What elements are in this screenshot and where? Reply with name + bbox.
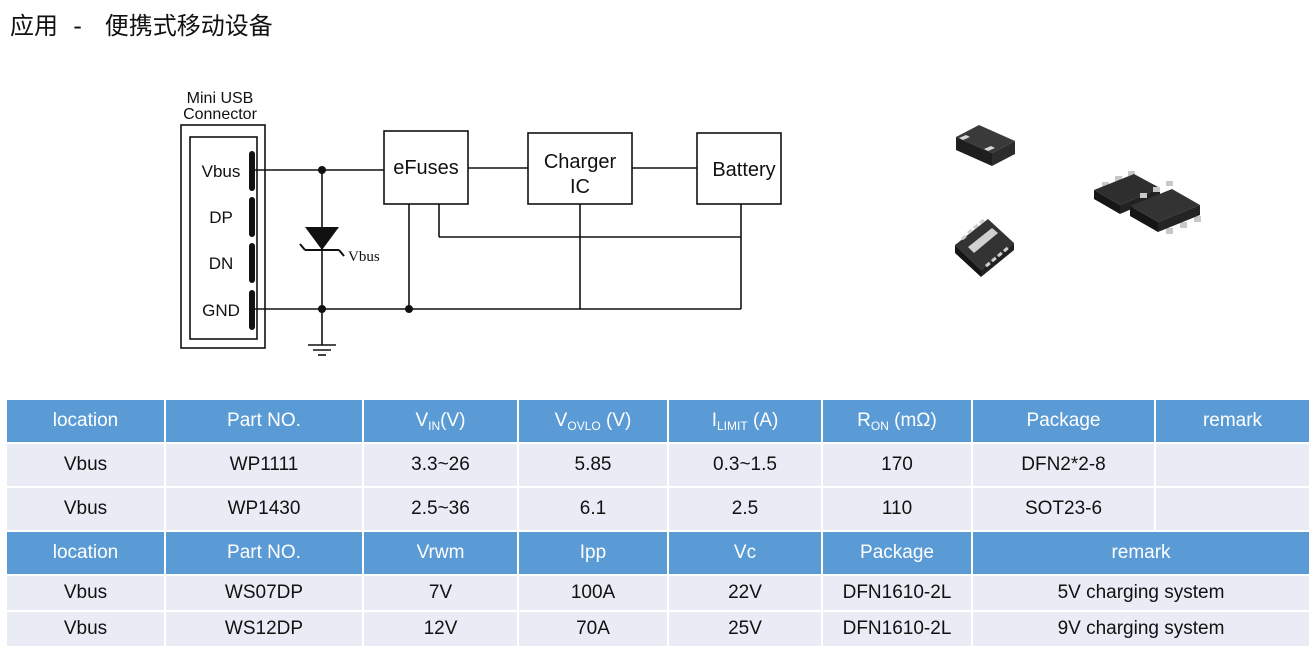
junction-dot (318, 166, 326, 174)
header-unit: (V) (440, 409, 466, 431)
header-text: Part NO. (227, 410, 301, 431)
table1-header-cell: Part NO. (166, 400, 362, 442)
table2-header-cell: remark (973, 532, 1309, 574)
connector-label-line2: Connector (183, 106, 257, 123)
table-cell: Vbus (7, 488, 164, 530)
table-cell: SOT23-6 (973, 488, 1154, 530)
package-images (955, 125, 1201, 277)
efuses-label: eFuses (393, 157, 459, 179)
battery-block (696, 132, 782, 205)
table-cell: WS12DP (166, 612, 362, 646)
pin-label-gnd: GND (202, 301, 240, 320)
table1-header-cell: remark (1156, 400, 1309, 442)
table-cell: 6.1 (519, 488, 667, 530)
header-text: Package (1026, 410, 1101, 431)
header-unit: (A) (747, 409, 779, 431)
table-cell: 100A (519, 576, 667, 610)
header-text: I (711, 409, 717, 431)
table1-header-cell: RON (mΩ) (823, 400, 971, 442)
table-cell (1156, 444, 1309, 486)
table1-header-cell: VIN(V) (364, 400, 517, 442)
table-cell: 22V (669, 576, 821, 610)
table-cell: DFN2*2-8 (973, 444, 1154, 486)
table-cell: 0.3~1.5 (669, 444, 821, 486)
table1-header-cell: ILIMIT (A) (669, 400, 821, 442)
header-text: V (415, 409, 429, 431)
table1-header-cell: VOVLO (V) (519, 400, 667, 442)
charger-ic-block (527, 132, 633, 205)
table-cell: 2.5 (669, 488, 821, 530)
charger-label-line1: Charger (544, 151, 617, 173)
connector-label-line1: Mini USB (187, 90, 254, 107)
table-cell: DFN1610-2L (823, 576, 971, 610)
table-cell: 12V (364, 612, 517, 646)
pin-label-dn: DN (209, 254, 234, 273)
junction-dot (318, 305, 326, 313)
table1-header-cell: Package (973, 400, 1154, 442)
dfn-2l-chip-icon (956, 125, 1015, 166)
table-cell: 7V (364, 576, 517, 610)
header-subscript: LIMIT (717, 418, 748, 433)
pin-label-vbus: Vbus (202, 162, 241, 181)
header-text: V (554, 409, 568, 431)
usb-connector-outer (180, 124, 266, 349)
table-cell: 110 (823, 488, 971, 530)
table-cell: DFN1610-2L (823, 612, 971, 646)
pin-bar-vbus (249, 151, 255, 191)
table2-header-cell: Part NO. (166, 532, 362, 574)
charger-label-line2: IC (570, 176, 590, 198)
table-cell: 5.85 (519, 444, 667, 486)
header-text: R (857, 409, 871, 431)
header-unit: (mΩ) (888, 409, 937, 431)
table2-header-cell: Vc (669, 532, 821, 574)
table2-header-cell: Package (823, 532, 971, 574)
table-cell: WS07DP (166, 576, 362, 610)
pin-label-dp: DP (209, 208, 233, 227)
table-cell: Vbus (7, 612, 164, 646)
battery-label: Battery (712, 159, 775, 181)
pin-bar-gnd (249, 290, 255, 330)
header-subscript: OVLO (567, 418, 601, 433)
header-text: remark (1202, 410, 1263, 431)
table1-header-cell: location (7, 400, 164, 442)
pin-bar-dn (249, 243, 255, 283)
table-cell: 25V (669, 612, 821, 646)
usb-connector-inner (189, 136, 258, 340)
table-cell: 3.3~26 (364, 444, 517, 486)
table-cell: 70A (519, 612, 667, 646)
table-cell (1156, 488, 1309, 530)
table-cell: 9V charging system (973, 612, 1309, 646)
table-cell: Vbus (7, 576, 164, 610)
tvs-label: Vbus (348, 249, 380, 265)
table-cell: WP1111 (166, 444, 362, 486)
table2-header-cell: Vrwm (364, 532, 517, 574)
page-title: 应用 - 便携式移动设备 (10, 12, 273, 40)
table-cell: 2.5~36 (364, 488, 517, 530)
dfn-2x2-8-chip-icon (955, 218, 1014, 277)
sot23-6-chip-icon (1094, 171, 1201, 234)
header-text: location (52, 410, 119, 431)
table2-header-cell: location (7, 532, 164, 574)
pin-bar-dp (249, 197, 255, 237)
usb-power-path-schematic: Mini USB Connector Vbus DP DN GND Vbus e… (180, 90, 782, 356)
table-cell: 5V charging system (973, 576, 1309, 610)
tvs-diode-icon (305, 227, 339, 250)
header-unit: (V) (600, 409, 632, 431)
junction-dot (405, 305, 413, 313)
table-cell: 170 (823, 444, 971, 486)
header-subscript: ON (870, 418, 889, 433)
efuses-block (383, 130, 469, 205)
table2-header-cell: Ipp (519, 532, 667, 574)
table-cell: Vbus (7, 444, 164, 486)
header-subscript: IN (428, 418, 441, 433)
table-cell: WP1430 (166, 488, 362, 530)
